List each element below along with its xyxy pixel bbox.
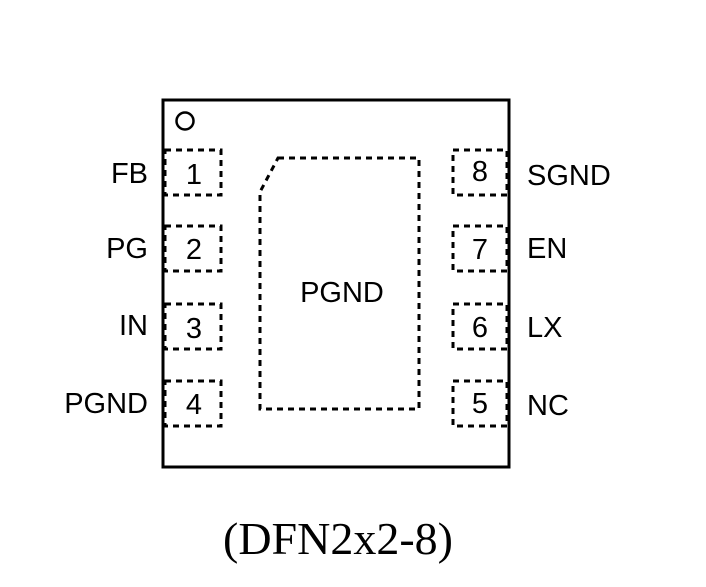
- pin-pad: [451, 379, 509, 428]
- pin-pad: [163, 302, 223, 351]
- pin-name: PGND: [64, 388, 148, 420]
- pin-name: EN: [527, 233, 567, 265]
- pin-pad: [163, 148, 223, 197]
- pin-1: 1 FB: [111, 148, 223, 197]
- pin-pad: [451, 224, 509, 273]
- package-caption: (DFN2x2-8): [223, 513, 453, 564]
- pin1-marker-icon: [175, 111, 195, 131]
- pin-pad: [451, 148, 509, 197]
- right-pins: 8 SGND 7 EN 6 LX 5 NC: [451, 148, 611, 428]
- pin-number: 6: [472, 312, 488, 344]
- pin-name: PG: [106, 233, 148, 265]
- pin-name: LX: [527, 312, 562, 344]
- pin-number: 8: [472, 156, 488, 188]
- pin-name: IN: [119, 310, 148, 342]
- pin-number: 4: [186, 389, 202, 421]
- pin-5: 5 NC: [451, 379, 569, 428]
- pin-number: 1: [186, 159, 202, 191]
- pin-number: 5: [472, 388, 488, 420]
- pin-8: 8 SGND: [451, 148, 611, 197]
- exposed-pad-label: PGND: [300, 277, 384, 309]
- pin-name: FB: [111, 158, 148, 190]
- pin-2: 2 PG: [106, 224, 223, 273]
- pin-pad: [451, 302, 509, 351]
- pin-7: 7 EN: [451, 224, 567, 273]
- pin-3: 3 IN: [119, 302, 223, 351]
- pin-number: 7: [472, 234, 488, 266]
- left-pins: 1 FB 2 PG 3 IN 4 PGND: [64, 148, 223, 428]
- pin-name: SGND: [527, 160, 611, 192]
- pin-name: NC: [527, 390, 569, 422]
- pin-4: 4 PGND: [64, 379, 223, 428]
- pin-pad: [163, 224, 223, 273]
- exposed-pad: [258, 156, 421, 411]
- pin-number: 2: [186, 234, 202, 266]
- pin-number: 3: [186, 313, 202, 345]
- pin-pad: [163, 379, 223, 428]
- pin-6: 6 LX: [451, 302, 562, 351]
